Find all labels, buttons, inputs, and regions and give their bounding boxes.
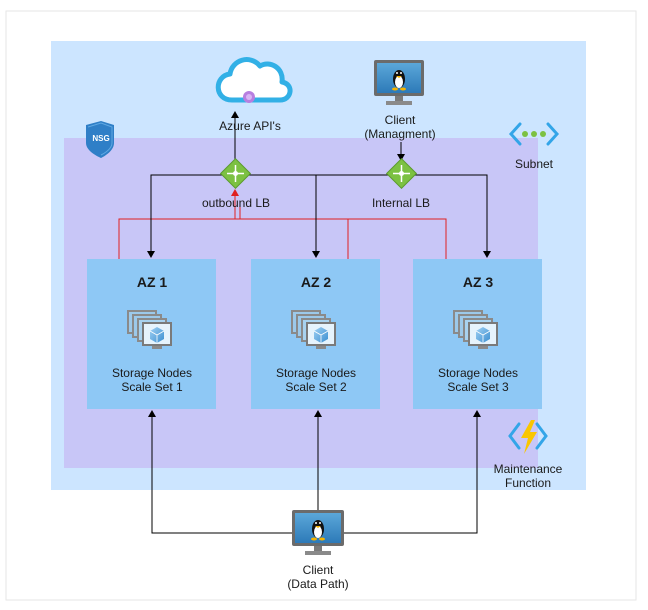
maintenance-function-label: Maintenance Function [478, 462, 578, 490]
client-data-path-monitor-icon [292, 510, 344, 555]
client-data-path-label: Client (Data Path) [268, 563, 368, 591]
client-management-label: Client (Managment) [350, 113, 450, 141]
zone-subtitle-3: Storage Nodes Scale Set 3 [413, 366, 543, 394]
zone-2-line2: Scale Set 2 [285, 380, 347, 394]
client-data-line1: Client [302, 563, 334, 577]
zone-2-line1: Storage Nodes [275, 366, 357, 380]
zone-3-line2: Scale Set 3 [447, 380, 509, 394]
red-outbound-links [118, 189, 447, 259]
internal-lb-label: Internal LB [371, 196, 431, 210]
outbound-lb-label: outbound LB [201, 196, 271, 210]
client-data-line2: (Data Path) [287, 577, 349, 591]
zone-1-line1: Storage Nodes [111, 366, 193, 380]
client-management-line2: (Managment) [364, 127, 436, 141]
zone-title-3: AZ 3 [462, 274, 494, 290]
azure-api-label: Azure API's [219, 119, 281, 133]
black-lb-links [147, 111, 491, 258]
subnet-icon [508, 122, 560, 146]
function-lightning-icon [508, 420, 548, 454]
nsg-label: NSG [92, 134, 110, 143]
client-management-monitor-icon [374, 60, 424, 105]
maintenance-line1: Maintenance [493, 462, 563, 476]
subnet-label: Subnet [514, 157, 554, 171]
zone-subtitle-2: Storage Nodes Scale Set 2 [251, 366, 381, 394]
zone-3-line1: Storage Nodes [437, 366, 519, 380]
outbound-lb-icon [219, 157, 252, 190]
scale-set-icon-3 [453, 310, 498, 349]
internal-lb-icon [385, 157, 418, 190]
scale-set-icon-2 [291, 310, 336, 349]
data-path-links [148, 410, 481, 534]
zone-title-2: AZ 2 [300, 274, 332, 290]
scale-set-icon-1 [127, 310, 172, 349]
azure-api-cloud-icon [215, 57, 293, 103]
client-management-line1: Client [384, 113, 416, 127]
nsg-shield-icon [86, 121, 114, 158]
maintenance-line2: Function [504, 476, 552, 490]
zone-title-1: AZ 1 [136, 274, 168, 290]
zone-1-line2: Scale Set 1 [121, 380, 183, 394]
zone-subtitle-1: Storage Nodes Scale Set 1 [87, 366, 217, 394]
